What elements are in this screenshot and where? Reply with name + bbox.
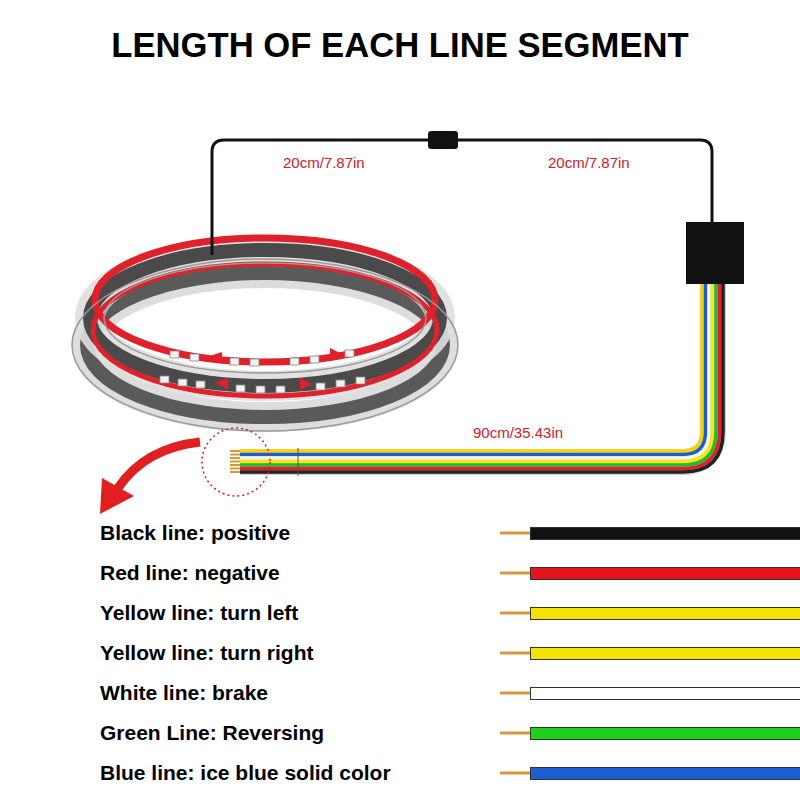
dimension-label: 20cm/7.87in <box>546 154 632 171</box>
wire-swatch <box>530 687 800 700</box>
wire-swatch <box>530 527 800 540</box>
wire-tips <box>500 533 530 773</box>
diagram-title: LENGTH OF EACH LINE SEGMENT <box>0 26 800 65</box>
legend-text: Yellow line: turn right <box>100 641 314 665</box>
power-wire <box>212 131 744 284</box>
wire-swatch <box>530 727 800 740</box>
dimension-label: 90cm/35.43in <box>471 424 565 441</box>
ribbon-cable <box>230 284 723 476</box>
led-strip-coil <box>72 238 458 431</box>
wire-swatch <box>530 567 800 580</box>
wire-swatch <box>530 607 800 620</box>
legend-text: Black line: positive <box>100 521 290 545</box>
dimension-label: 20cm/7.87in <box>281 154 367 171</box>
legend-text: White line: brake <box>100 681 268 705</box>
legend-text: Green Line: Reversing <box>100 721 324 745</box>
legend-text: Blue line: ice blue solid color <box>100 761 391 785</box>
zoom-callout <box>100 428 270 514</box>
wire-swatch <box>530 767 800 780</box>
legend-text: Yellow line: turn left <box>100 601 298 625</box>
wire-swatch <box>530 647 800 660</box>
legend-text: Red line: negative <box>100 561 280 585</box>
